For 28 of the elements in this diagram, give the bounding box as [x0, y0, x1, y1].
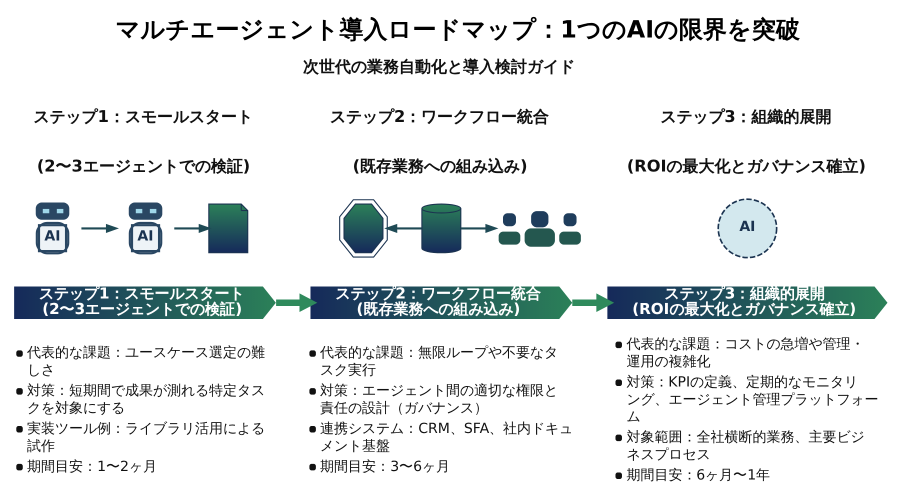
node-label: 対策：エージェント間の適切な権限と責任の設計（ガバナンス）	[320, 382, 558, 416]
node-label: 期間目安：1〜2ヶ月	[27, 458, 157, 474]
label: ステップ2：ワークフロー統合	[330, 106, 550, 126]
label: ステップ3：組織的展開	[660, 106, 832, 126]
arrow	[384, 223, 422, 232]
arrow	[276, 292, 318, 312]
diagram-title: マルチエージェント導入ロードマップ：1つのAIの限界を突破	[115, 15, 800, 44]
label: (ROIの最大化とガバナンス確立)	[626, 156, 866, 176]
label: 次世代の業務自動化と導入検討ガイド	[302, 56, 575, 76]
node-label: 期間目安：6ヶ月〜1年	[626, 466, 770, 483]
node-label: 代表的な課題：ユースケース選定の難しさ	[27, 344, 266, 378]
node-picture	[339, 198, 388, 258]
arrow	[81, 223, 119, 232]
node-circle: AI	[717, 198, 778, 258]
arrow	[460, 223, 498, 232]
node-label: 代表的な課題：無限ループや不要なタスク実行	[320, 344, 558, 378]
arrow	[174, 223, 212, 232]
node-label: 対象範囲：全社横断的業務、主要ビジネスプロセス	[626, 429, 864, 462]
node-label: 連携システム：CRM、SFA、社内ドキュメント基盤	[320, 420, 574, 454]
arrow	[572, 292, 614, 312]
label: (既存業務への組み込み)	[352, 156, 528, 176]
node-label: 対策：短期間で成果が測れる特定タスクを対象にする	[27, 382, 266, 416]
label: ステップ1：スモールスタート	[34, 106, 253, 126]
label: (2〜3エージェントでの検証)	[36, 156, 250, 176]
node-label: 期間目安：3〜6ヶ月	[320, 458, 450, 474]
node-label: 実装ツール例：ライブラリ活用による試作	[27, 420, 266, 454]
node-label: 対策：KPIの定義、定期的なモニタリング、エージェント管理プラットフォーム	[626, 374, 878, 425]
node-label: 代表的な課題：コストの急増や管理・運用の複雑化	[626, 336, 864, 370]
